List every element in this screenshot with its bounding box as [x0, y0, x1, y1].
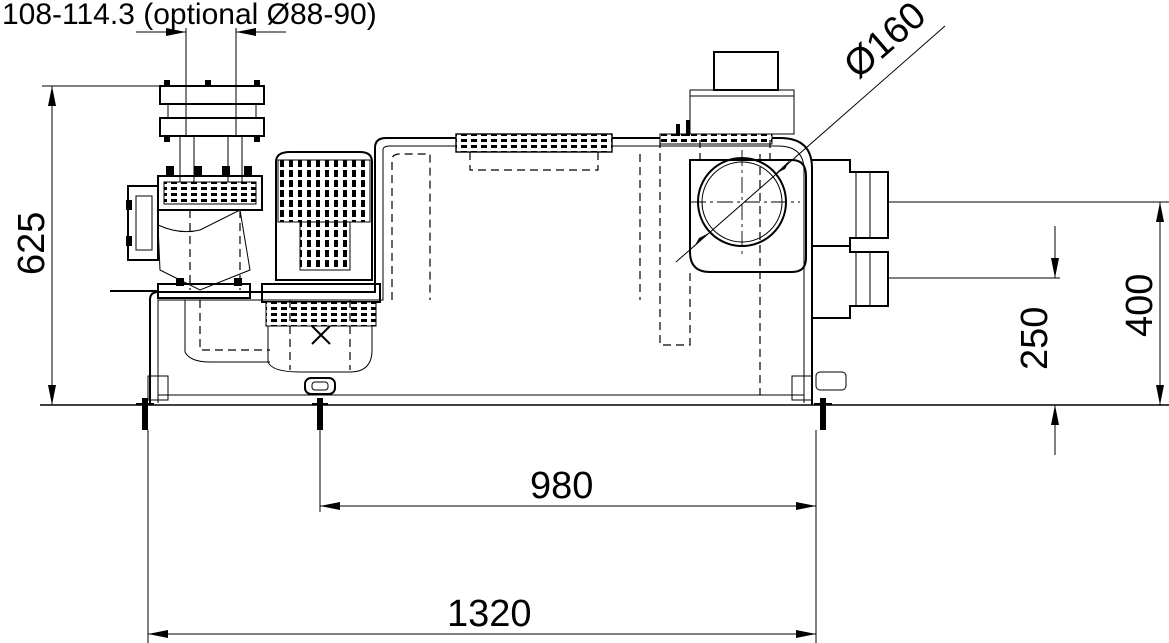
dim-1320-label: 1320 [447, 593, 532, 635]
anchor-right [791, 375, 832, 430]
dim-diameter-label: Ø160 [836, 0, 934, 87]
inlet-section [659, 51, 889, 391]
anchor-middle [312, 398, 328, 430]
dim-980-label: 980 [530, 465, 593, 507]
dim-400-label: 400 [1119, 274, 1161, 337]
discharge-flange-assembly [110, 80, 270, 363]
flange-size-label: 108-114.3 (optional Ø88-90) [2, 0, 377, 31]
dim-980 [319, 430, 817, 643]
tank-top-cover [455, 133, 613, 171]
dim-flange [136, 28, 286, 86]
pump-motor [261, 151, 381, 395]
dim-diameter [675, 25, 946, 263]
tank-body [149, 137, 813, 405]
dim-400 [888, 201, 1169, 405]
anchor-bolts [136, 375, 832, 430]
anchor-left [136, 375, 169, 430]
dim-625-label: 625 [11, 212, 53, 275]
dim-250 [888, 226, 1060, 455]
dim-250-label: 250 [1014, 307, 1056, 370]
dim-625 [42, 85, 164, 405]
dim-1320 [147, 430, 816, 643]
